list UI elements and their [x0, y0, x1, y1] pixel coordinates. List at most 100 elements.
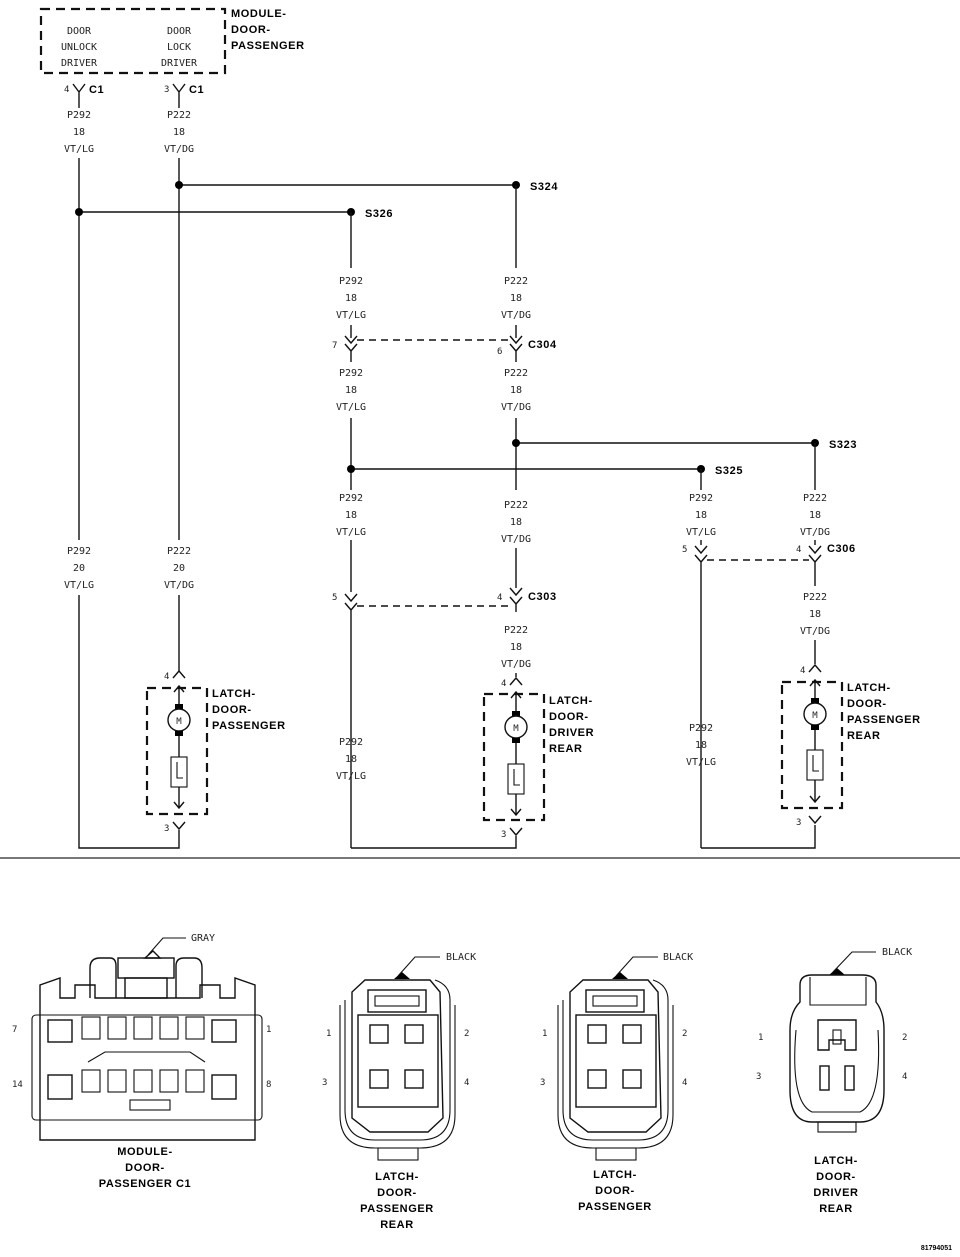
latch-driver-rear-inner-wall	[794, 1029, 880, 1113]
wire-label-p222-f1: P222	[803, 592, 827, 603]
module-title-line1: MODULE-	[231, 8, 287, 20]
splice-dot-d	[347, 465, 355, 473]
latch-passenger-pin-bottom-label: 3	[164, 824, 169, 834]
latch-driver-rear-switch	[507, 763, 525, 795]
module-c1-cavity-7	[47, 1019, 73, 1043]
latch-passenger-latch	[585, 989, 645, 1013]
latch-passenger-outline	[562, 979, 669, 1141]
latch-passenger-pin-3-label: 3	[540, 1078, 545, 1088]
latch-passenger-switch	[170, 756, 188, 788]
latch-passenger-rear-outline	[344, 979, 451, 1141]
latch-passenger-rear-motor-label: M	[812, 711, 818, 721]
module-c1-title-2: DOOR-	[125, 1162, 165, 1174]
latch-driver-rear-title-1: LATCH-	[549, 695, 593, 707]
wire-label-p222-f2: 18	[809, 609, 821, 620]
module-c1-pointer-arrow	[143, 950, 162, 959]
module-c1-cavity-4	[133, 1016, 153, 1040]
latch-passenger-color-label: BLACK	[663, 952, 693, 963]
wire-label-p292-d2: 18	[695, 510, 707, 521]
module-title-line3: PASSENGER	[231, 40, 305, 52]
s326-label: S326	[365, 208, 393, 220]
latch-passenger-rear-face	[357, 1014, 439, 1108]
wire-label-p292-top-2: 18	[73, 127, 85, 138]
latch-driver-rear-view-title-3: DRIVER	[813, 1187, 858, 1199]
c1-label-right: C1	[189, 84, 204, 96]
wire-label-p222-20-2: 20	[173, 563, 185, 574]
latch-passenger-pin-top-label: 4	[164, 672, 169, 682]
latch-driver-rear-key	[817, 1019, 857, 1051]
latch-passenger-rear-latch-inner	[374, 995, 420, 1007]
lock-driver-line3: DRIVER	[161, 58, 198, 69]
module-c1-cavity-3	[159, 1016, 179, 1040]
latch-passenger-rear-view-title-3: PASSENGER	[360, 1203, 434, 1215]
latch-passenger-rear-view-title-1: LATCH-	[375, 1171, 419, 1183]
wire-label-p292-c3: VT/LG	[336, 527, 366, 538]
wire-label-p222-top-2: 18	[173, 127, 185, 138]
latch-driver-rear-pin-3-label: 3	[756, 1072, 761, 1082]
module-c1-cavity-9	[185, 1069, 205, 1093]
wire-label-p222-20-1: P222	[167, 546, 191, 557]
latch-passenger-cavity-2	[622, 1024, 642, 1044]
latch-driver-rear-motor-cap-bottom	[512, 738, 520, 743]
c1-pin4-label: 4	[64, 85, 69, 95]
wire-label-p292-20-2: 20	[73, 563, 85, 574]
module-c1-color-label: GRAY	[191, 933, 215, 944]
latch-passenger-motor-cap-top	[175, 704, 183, 709]
latch-passenger-rear-cavity-1	[369, 1024, 389, 1044]
module-c1-title-1: MODULE-	[117, 1146, 173, 1158]
latch-driver-rear-title-2: DOOR-	[549, 711, 589, 723]
module-c1-keyway	[87, 1051, 206, 1063]
latch-passenger-view-title-2: DOOR-	[595, 1185, 635, 1197]
unlock-driver-line1: DOOR	[67, 26, 92, 37]
c306-label: C306	[827, 543, 856, 555]
latch-driver-rear-hood	[809, 977, 867, 1006]
wire-label-p292-top-1: P292	[67, 110, 91, 121]
wire-label-p222-a3: VT/DG	[501, 310, 531, 321]
latch-driver-rear-view-title-2: DOOR-	[816, 1171, 856, 1183]
module-c1-cavity-11	[133, 1069, 153, 1093]
latch-passenger-face	[575, 1014, 657, 1108]
wire-label-p292-h2: 18	[695, 740, 707, 751]
latch-passenger-rear-pin-3-label: 3	[322, 1078, 327, 1088]
latch-passenger-cavity-3	[587, 1069, 607, 1089]
latch-driver-rear-pin-top	[509, 676, 523, 686]
s324-label: S324	[530, 181, 558, 193]
wire-label-p222-d1: P222	[803, 493, 827, 504]
latch-driver-rear-cavity-3	[819, 1065, 830, 1091]
latch-driver-rear-view-title-1: LATCH-	[814, 1155, 858, 1167]
module-c1-lock-tab	[129, 1099, 171, 1111]
latch-door-driver-rear: 4 M 3 LATCH- DOOR- DRIVER REAR	[482, 676, 594, 840]
figure-id: 81794051	[921, 1245, 952, 1252]
latch-passenger-rear-title-4: REAR	[847, 730, 881, 742]
module-c1-cavity-6	[81, 1016, 101, 1040]
module-c1-pin-8-label: 8	[266, 1080, 271, 1090]
latch-passenger-rear-motor-cap-bottom	[811, 725, 819, 730]
c306-pin-left: 5	[682, 545, 687, 555]
latch-passenger-pointer-line	[615, 956, 658, 977]
wire-label-p292-b3: VT/LG	[336, 402, 366, 413]
latch-passenger-title-1: LATCH-	[212, 688, 256, 700]
wire-label-p222-d3: VT/DG	[800, 527, 830, 538]
wire-label-p292-a3: VT/LG	[336, 310, 366, 321]
latch-passenger-pin-bottom	[172, 821, 186, 831]
connector-view-module-c1: GRAY 7 1 14 8 MODULE-	[12, 933, 271, 1190]
wire-label-p222-a1: P222	[504, 276, 528, 287]
c304-pin-right: 6	[497, 347, 502, 357]
wire-label-p222-c3: VT/DG	[501, 534, 531, 545]
latch-passenger-rear-view-title-2: DOOR-	[377, 1187, 417, 1199]
latch-passenger-motor-label: M	[176, 717, 182, 727]
latch-passenger-rear-pointer-arrow	[394, 972, 410, 979]
module-c1-cavity-14	[47, 1074, 73, 1100]
latch-passenger-cavity-1	[587, 1024, 607, 1044]
latch-passenger-rear-pin-top-label: 4	[800, 666, 805, 676]
latch-passenger-pin-2-label: 2	[682, 1029, 687, 1039]
latch-driver-rear-title-4: REAR	[549, 743, 583, 755]
latch-passenger-rear-cavity-3	[369, 1069, 389, 1089]
latch-passenger-pin-1-label: 1	[542, 1029, 547, 1039]
c303-pin5-symbol	[344, 593, 358, 848]
wire-label-p292-g2: 18	[345, 754, 357, 765]
latch-passenger-rear-latch	[367, 989, 427, 1013]
wire-label-p222-top-1: P222	[167, 110, 191, 121]
